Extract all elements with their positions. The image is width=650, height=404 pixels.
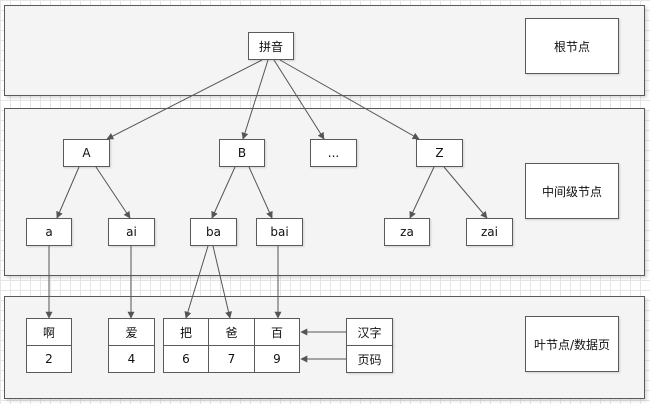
leaf-page-cell: 9 [254, 345, 300, 373]
edge-Z-za [409, 166, 435, 219]
root-level-label: 根节点 [525, 18, 619, 74]
leaf-page-cell: 6 [163, 345, 209, 373]
edge-B-bai [248, 166, 273, 219]
leaf-level-label: 叶节点/数据页 [525, 316, 619, 372]
node-bai: bai [256, 218, 303, 246]
node-za: za [384, 218, 430, 246]
middle-level-label: 中间级节点 [525, 163, 619, 219]
edge-root-Z [279, 59, 420, 140]
edge-A-a [56, 166, 80, 219]
node-A: A [63, 139, 110, 167]
node-Z: Z [416, 139, 463, 167]
edge-ba-leaf-dad-char [212, 245, 232, 319]
edge-root-ellipsis [273, 59, 325, 140]
root-node-pinyin: 拼音 [248, 32, 294, 60]
node-ellipsis: ... [310, 139, 357, 167]
edge-ba-leaf-ba-char [184, 245, 209, 319]
edge-A-ai [95, 166, 131, 219]
leaf-page-cell: 7 [208, 345, 255, 373]
node-ai: ai [108, 218, 155, 246]
edge-root-A [106, 59, 263, 140]
edge-root-B [241, 59, 269, 140]
legend-page-label: 页码 [346, 345, 393, 373]
leaf-page-cell: 2 [26, 345, 72, 373]
edge-Z-zai [443, 166, 488, 219]
leaf-char-cell: 爸 [208, 318, 255, 346]
node-a: a [26, 218, 72, 246]
node-zai: zai [466, 218, 513, 246]
leaf-page-cell: 4 [108, 345, 155, 373]
edge-B-ba [211, 166, 236, 219]
